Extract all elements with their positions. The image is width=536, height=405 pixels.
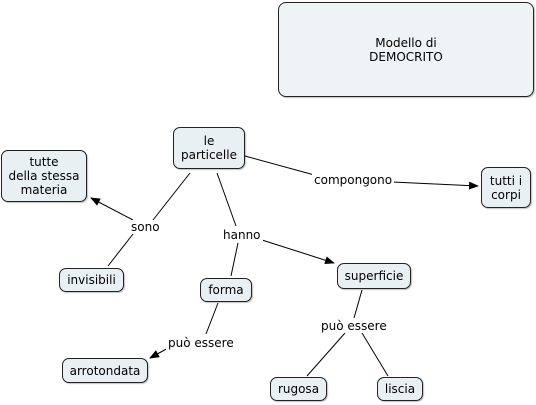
- link-forma-puo: [205, 302, 219, 335]
- link-sono-materia: [90, 197, 134, 221]
- node-rugosa[interactable]: rugosa: [270, 377, 327, 401]
- link-particelle-hanno: [216, 172, 237, 227]
- link-particelle-compongono: [244, 155, 319, 177]
- node-forma[interactable]: forma: [200, 278, 252, 302]
- link-hanno-superficie: [261, 239, 335, 265]
- node-particelle[interactable]: le particelle: [173, 127, 245, 169]
- link-label-puo-essere-forma: può essere: [166, 336, 236, 350]
- node-invisibili[interactable]: invisibili: [59, 268, 124, 292]
- link-compongono-corpi: [391, 181, 479, 190]
- node-stessa-materia[interactable]: tutte della stessa materia: [1, 150, 87, 202]
- link-hanno-forma: [230, 242, 239, 277]
- node-superficie[interactable]: superficie: [337, 263, 411, 289]
- title-box[interactable]: Modello di DEMOCRITO: [278, 2, 534, 97]
- link-puo-rugosa: [306, 332, 346, 377]
- title-line-2: DEMOCRITO: [369, 49, 443, 64]
- link-particelle-sono: [152, 172, 191, 221]
- title-line-1: Modello di: [375, 35, 437, 50]
- link-label-compongono: compongono: [312, 173, 395, 187]
- link-label-sono: sono: [129, 220, 162, 234]
- node-arrotondata[interactable]: arrotondata: [62, 358, 148, 383]
- link-puo-liscia: [361, 332, 389, 377]
- node-liscia[interactable]: liscia: [377, 377, 423, 401]
- link-label-hanno: hanno: [221, 228, 263, 242]
- link-superficie-puo: [353, 289, 363, 319]
- node-tutti-corpi[interactable]: tutti i corpi: [481, 167, 531, 208]
- link-label-puo-essere-superficie: può essere: [319, 319, 389, 333]
- link-sono-invisibili: [107, 233, 134, 267]
